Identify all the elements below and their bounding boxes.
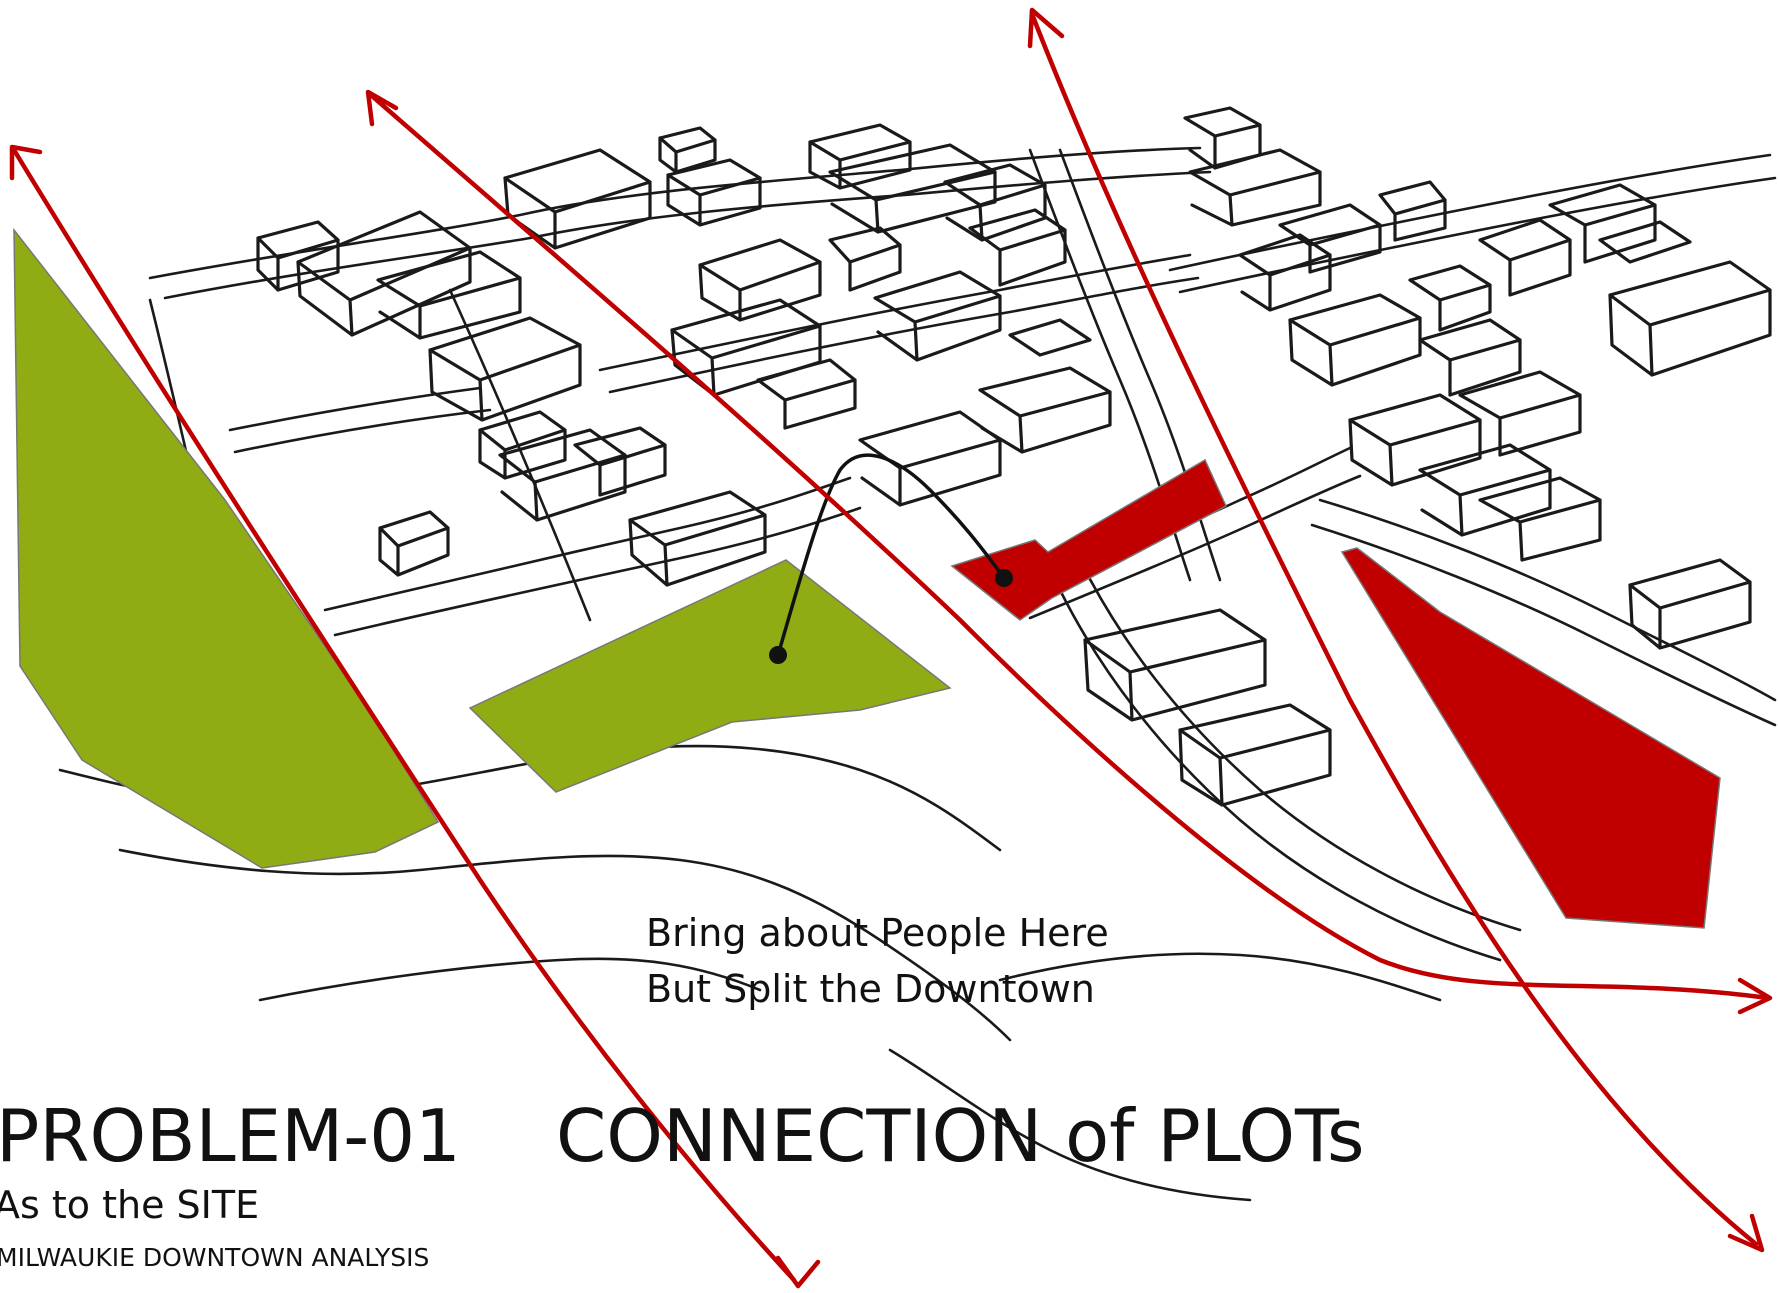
street-edge	[1028, 474, 1362, 620]
building	[670, 298, 822, 397]
building	[628, 490, 767, 587]
building	[1348, 393, 1482, 487]
building	[1238, 233, 1332, 312]
street-edge	[163, 170, 1212, 300]
annotation-note: Bring about People Here But Split the Do…	[646, 905, 1109, 1017]
annotation-line-2: But Split the Downtown	[646, 967, 1095, 1011]
building	[1008, 318, 1092, 357]
building	[573, 426, 667, 497]
building	[1188, 148, 1322, 227]
building	[498, 428, 627, 522]
building	[503, 148, 652, 250]
arrow-head-down	[775, 1255, 821, 1289]
arrow-head-up	[365, 89, 399, 127]
street-edge	[1078, 558, 1522, 932]
building	[1608, 260, 1772, 377]
arrow-head-up	[1027, 7, 1065, 49]
terrain-line	[998, 952, 1442, 1002]
building	[256, 220, 340, 292]
traffic-arrow	[11, 147, 797, 1283]
building	[1178, 703, 1332, 807]
building	[1083, 608, 1267, 722]
arrow-head-down	[1727, 1213, 1765, 1253]
red-plot-l-shaped	[950, 458, 1227, 621]
title-connection: CONNECTION of PLOTs	[556, 1094, 1365, 1178]
street-edge	[228, 386, 482, 432]
building	[1418, 443, 1552, 537]
street-edge	[448, 288, 592, 622]
building	[1598, 220, 1692, 264]
street-edge	[1168, 153, 1772, 272]
building	[756, 358, 857, 430]
building	[378, 510, 450, 577]
building	[428, 316, 582, 422]
building	[828, 226, 902, 292]
street-edge	[233, 408, 492, 454]
building	[1418, 318, 1522, 397]
plots	[13, 227, 1721, 929]
buildings	[256, 106, 1772, 807]
caption: MILWAUKIE DOWNTOWN ANALYSIS	[0, 1243, 430, 1272]
connection-dot-green	[769, 646, 787, 664]
building	[808, 123, 912, 190]
street-edge	[1310, 523, 1777, 727]
street-edge	[333, 506, 862, 637]
street-edge	[1318, 498, 1777, 702]
building	[296, 210, 472, 337]
traffic-arrow	[1029, 11, 1759, 1247]
building	[1408, 264, 1492, 332]
street-edge	[148, 146, 1202, 280]
building	[376, 250, 522, 340]
green-plot-center	[468, 559, 952, 793]
street-edge	[1058, 588, 1502, 962]
building	[1548, 183, 1657, 264]
street-edge	[323, 476, 852, 612]
building	[1628, 558, 1752, 650]
terrain-line	[888, 1048, 1252, 1202]
connection-dot-red	[995, 569, 1013, 587]
building	[1288, 293, 1422, 387]
annotation-line-1: Bring about People Here	[646, 911, 1109, 955]
building	[943, 163, 1047, 242]
building	[478, 410, 567, 480]
traffic-arrow	[369, 93, 1771, 1001]
building	[828, 143, 997, 234]
connection-link	[769, 453, 1013, 664]
traffic-arrows	[9, 7, 1773, 1289]
building	[698, 238, 822, 322]
title-problem: PROBLEM-01	[0, 1094, 461, 1178]
red-plot-east	[1340, 547, 1721, 929]
building	[873, 270, 1002, 362]
green-plot-west	[13, 227, 440, 869]
building	[1378, 180, 1447, 242]
street-edge	[608, 276, 1200, 394]
building	[968, 208, 1067, 287]
subtitle: As to the SITE	[0, 1183, 260, 1227]
building	[1478, 476, 1602, 562]
building	[666, 158, 762, 227]
street-network	[58, 146, 1777, 1202]
terrain-line	[258, 957, 762, 1002]
building	[978, 366, 1112, 454]
street-edge	[1178, 176, 1777, 294]
terrain-line	[118, 848, 1012, 1042]
building	[1478, 218, 1572, 297]
building	[1278, 203, 1382, 274]
arrow-head-right	[1737, 977, 1773, 1015]
arrow-head-up	[9, 144, 43, 181]
